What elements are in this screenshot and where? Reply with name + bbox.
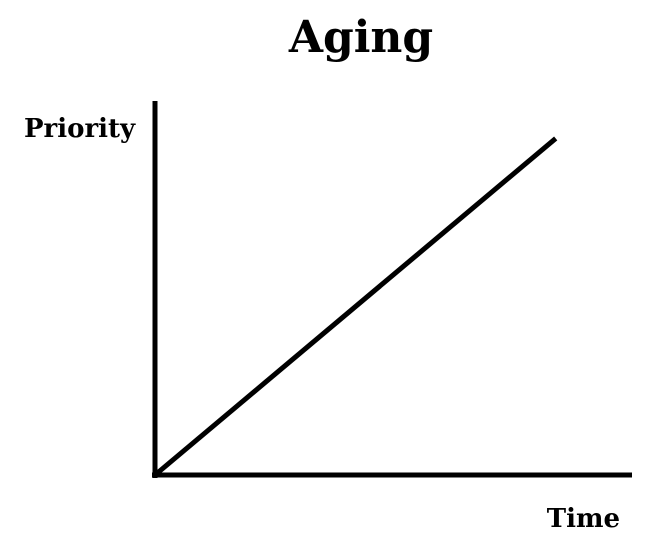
series-layer <box>153 136 558 477</box>
chart-title: Aging <box>288 12 433 63</box>
x-axis-label: Time <box>547 504 620 534</box>
y-axis-label: Priority <box>24 114 136 144</box>
series-line-0 <box>153 136 558 477</box>
